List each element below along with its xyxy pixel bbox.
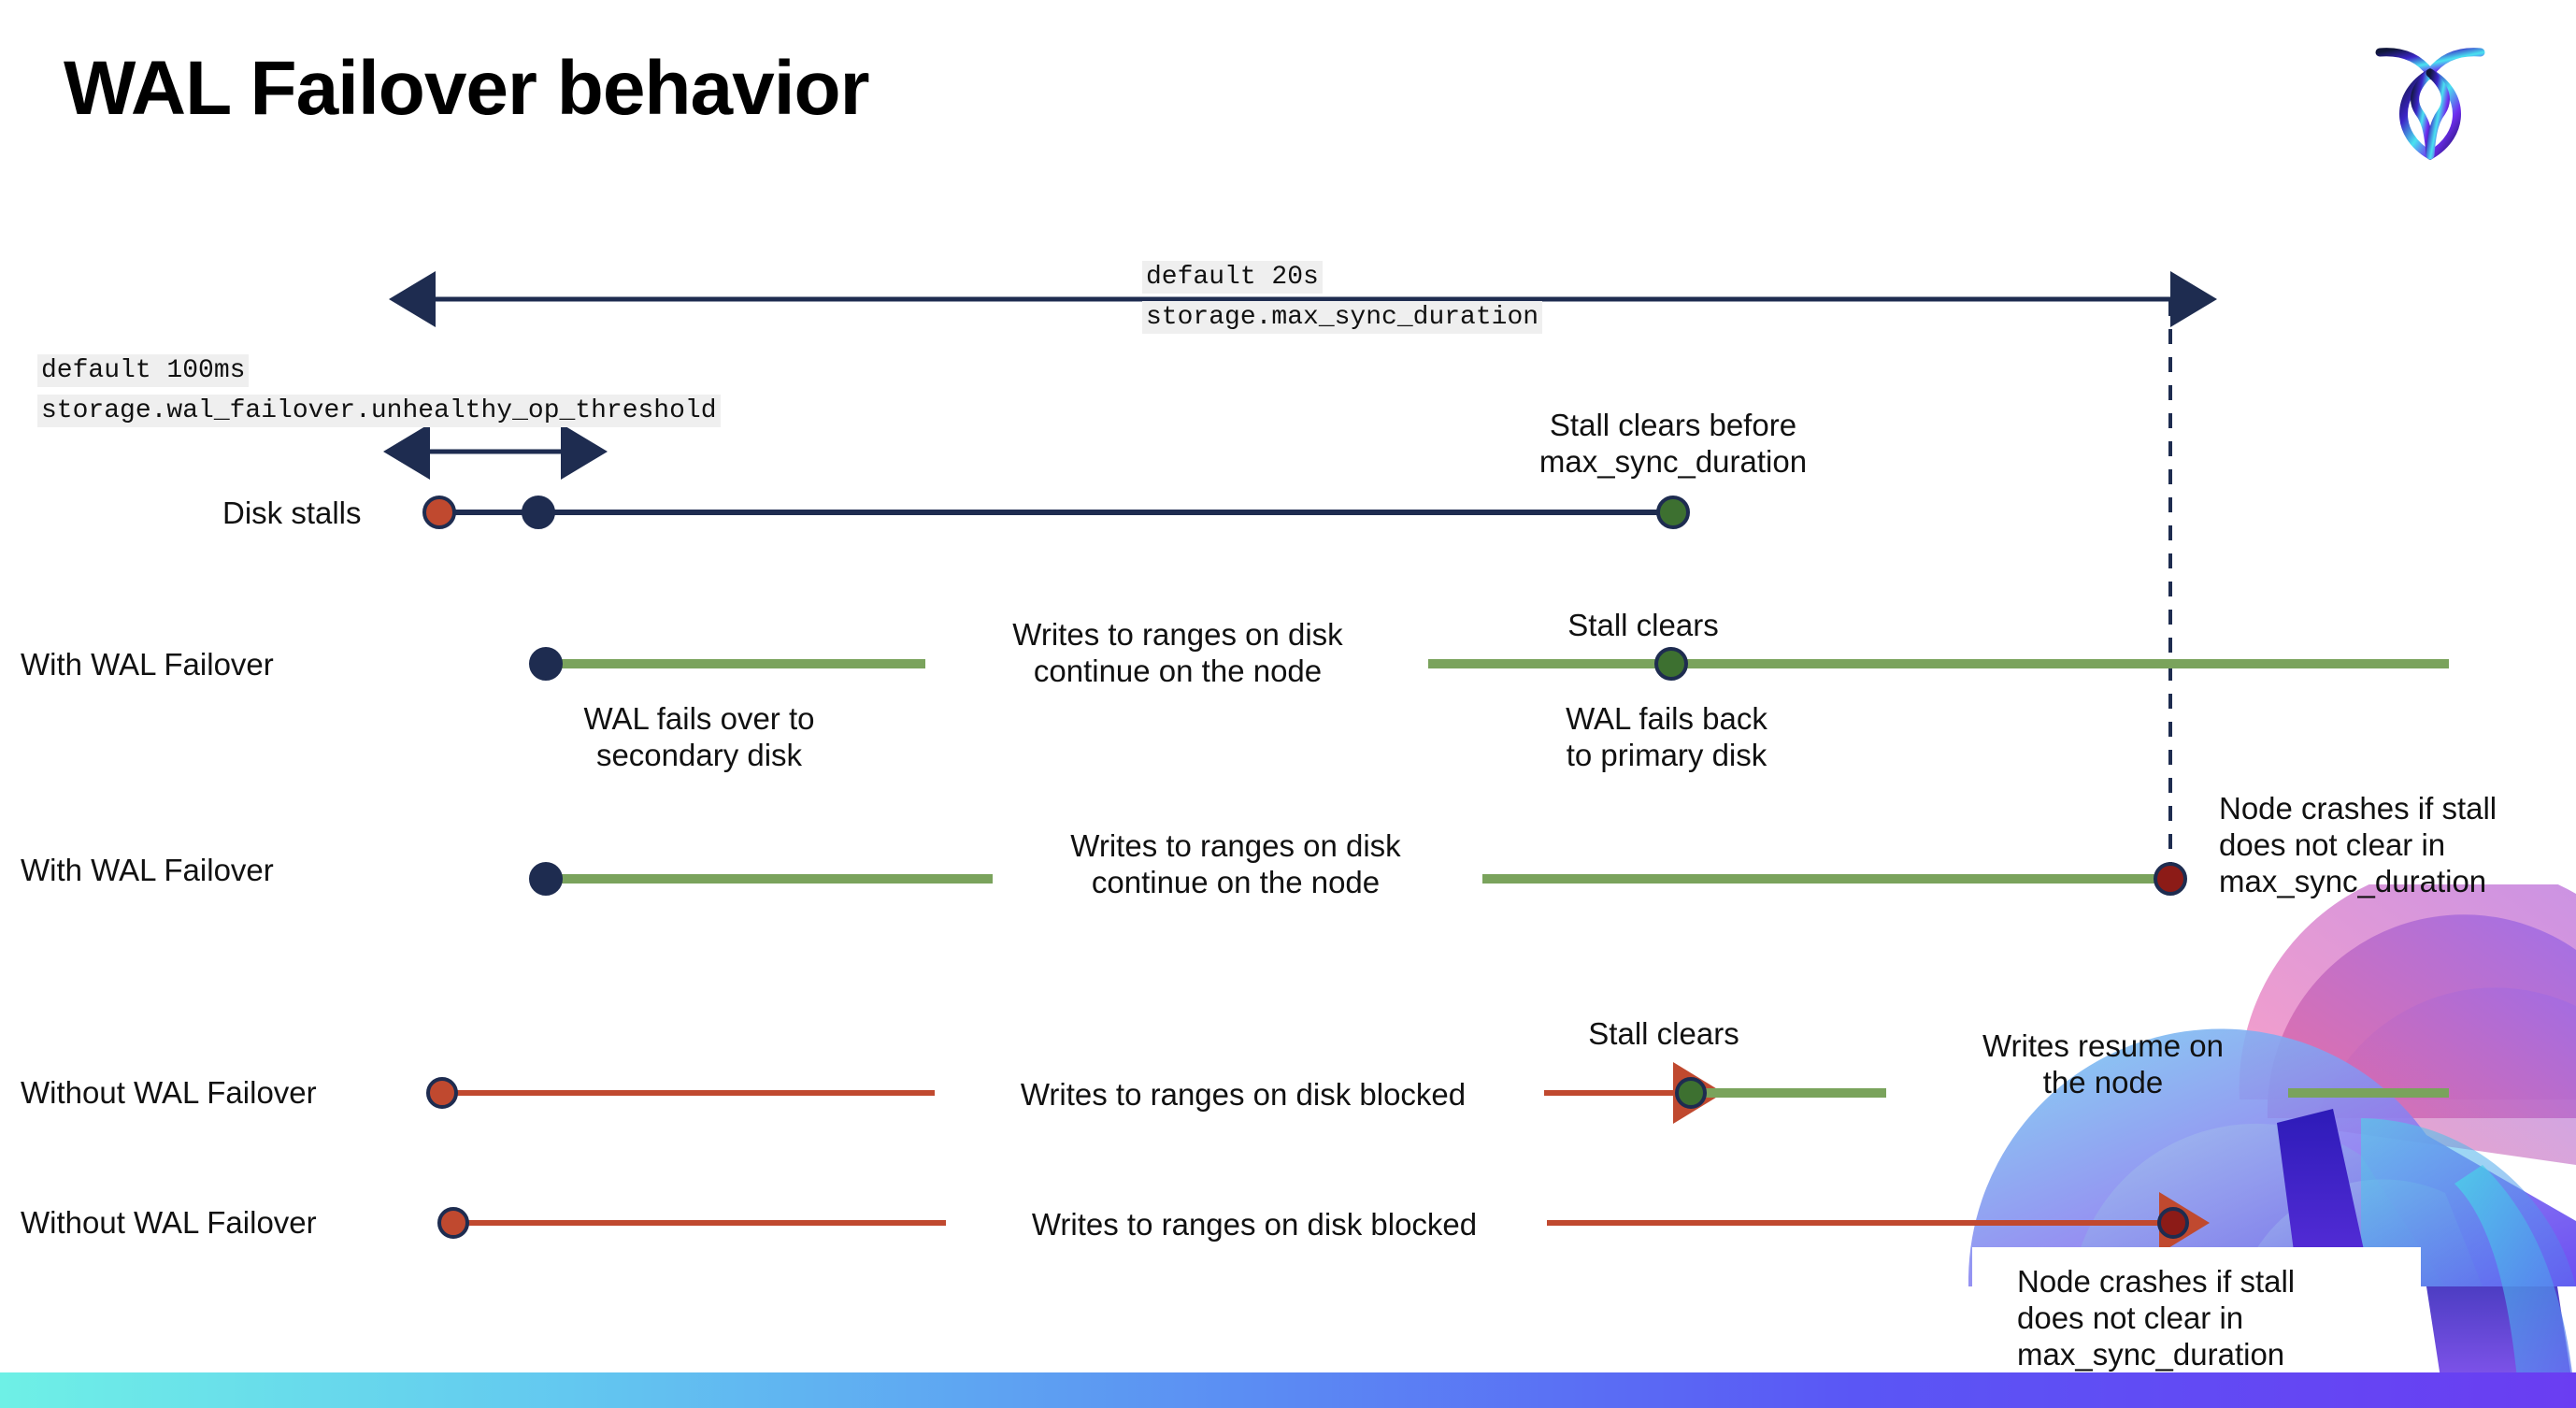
row-label-disk-stalls: Disk stalls xyxy=(222,496,362,530)
note-wal-fails-back: WAL fails back to primary disk xyxy=(1566,701,1767,772)
bottom-gradient-bar xyxy=(0,1372,2576,1408)
note-writes-continue-1: Writes to ranges on disk continue on the… xyxy=(1012,617,1343,688)
row-label-without-wal-failover-clears: Without WAL Failover xyxy=(21,1075,317,1110)
marker-stall-clears-wal xyxy=(1654,647,1688,681)
marker-stall-start-4 xyxy=(437,1207,469,1239)
note-stall-clears-1: Stall clears xyxy=(1567,608,1719,642)
marker-stall-start-3 xyxy=(426,1077,458,1109)
note-wal-fails-over: WAL fails over to secondary disk xyxy=(583,701,815,772)
unhealthy-op-default-label: default 100ms xyxy=(37,354,250,387)
note-writes-blocked-2: Writes to ranges on disk blocked xyxy=(1031,1207,1478,1242)
marker-node-crash-1 xyxy=(2154,862,2187,896)
note-writes-resume: Writes resume on the node xyxy=(1982,1028,2224,1099)
marker-wal-failover-start-2 xyxy=(529,862,563,896)
note-node-crashes-1: Node crashes if stall does not clear in … xyxy=(2219,791,2497,898)
row-label-with-wal-failover-clears: With WAL Failover xyxy=(21,647,274,682)
max-sync-default-label: default 20s xyxy=(1142,261,1323,294)
marker-stall-clears-3 xyxy=(1675,1077,1707,1109)
page-title: WAL Failover behavior xyxy=(64,46,870,131)
note-node-crashes-2: Node crashes if stall does not clear in … xyxy=(2017,1264,2296,1372)
note-writes-continue-2: Writes to ranges on disk continue on the… xyxy=(1070,828,1401,899)
cockroachdb-logo-icon xyxy=(2372,32,2488,163)
marker-stall-clears-disk xyxy=(1656,496,1690,529)
note-stall-clears-before-maxsync: Stall clears before max_sync_duration xyxy=(1538,408,1808,479)
marker-node-crash-2 xyxy=(2157,1207,2189,1239)
row-label-with-wal-failover-crash: With WAL Failover xyxy=(21,853,274,887)
row-label-without-wal-failover-crash: Without WAL Failover xyxy=(21,1205,317,1240)
unhealthy-op-setting-label: storage.wal_failover.unhealthy_op_thresh… xyxy=(37,395,721,427)
note-writes-blocked-1: Writes to ranges on disk blocked xyxy=(1020,1077,1467,1112)
note-stall-clears-2: Stall clears xyxy=(1588,1016,1739,1051)
max-sync-setting-label: storage.max_sync_duration xyxy=(1142,301,1543,334)
marker-wal-failover-start xyxy=(529,647,563,681)
marker-stall-start xyxy=(422,496,456,529)
marker-failover-trigger xyxy=(522,496,555,529)
